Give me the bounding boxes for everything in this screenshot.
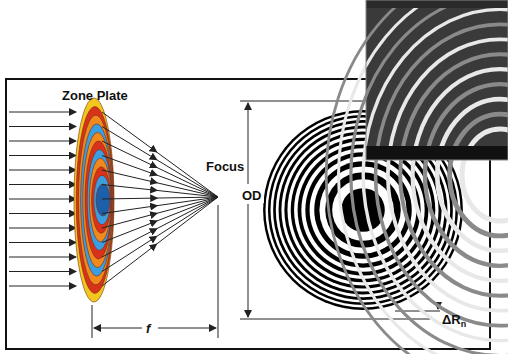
dimension-tick: [92, 305, 93, 338]
part-label: Zone Plate: [62, 89, 128, 102]
zone-ring: [76, 107, 113, 294]
sem-band: [413, 69, 508, 281]
dimension-line: [158, 328, 216, 329]
sem-band: [326, 0, 508, 354]
converging-ray: [102, 197, 218, 243]
ray-arrow: [9, 271, 76, 272]
sem-band: [450, 114, 508, 236]
sem-band: [388, 39, 508, 310]
converging-ray: [102, 197, 218, 257]
converging-ray: [102, 156, 218, 198]
ray-arrow: [9, 257, 76, 258]
dimension-tick: [218, 205, 219, 338]
ray-arrow: [9, 112, 76, 113]
dimension-line: [248, 103, 249, 184]
ray-arrow: [9, 155, 76, 156]
ray-arrow: [9, 228, 76, 229]
converging-ray: [102, 141, 218, 197]
zone-ring: [83, 132, 113, 267]
sem-inset: [326, 0, 508, 354]
zone-ring: [94, 175, 111, 224]
zone-ring: [96, 184, 110, 216]
converging-ray: [102, 197, 218, 214]
sem-band: [400, 54, 508, 296]
converging-ray: [102, 127, 218, 198]
sem-top-strip: [366, 0, 508, 8]
dimension-subscript: n: [461, 320, 467, 329]
ray-arrow: [9, 199, 76, 200]
converging-ray: [102, 170, 218, 197]
zone-ring: [87, 150, 111, 251]
zone-ring: [81, 124, 113, 276]
zone-ring: [78, 115, 113, 285]
dimension-label: ΔR: [442, 313, 461, 326]
converging-ray: [102, 185, 218, 198]
ray-arrow: [9, 126, 76, 127]
converging-ray: [102, 197, 218, 286]
converging-rays: [102, 112, 218, 286]
sem-band: [462, 129, 508, 221]
converging-ray: [102, 197, 218, 272]
zone-ring: [85, 141, 112, 259]
dimension-line: [248, 204, 249, 317]
ray-arrow: [9, 141, 76, 142]
zone-ring: [89, 158, 111, 242]
part-label: Focus: [206, 160, 244, 173]
converging-ray: [102, 197, 218, 199]
dimension-label: OD: [240, 188, 264, 203]
zone-ring: [74, 98, 114, 302]
zone-plate-perspective: [74, 98, 114, 302]
dimension-line: [94, 328, 142, 329]
zone-ring: [92, 167, 111, 233]
converging-ray: [102, 112, 218, 197]
converging-ray: [102, 197, 218, 228]
ray-arrow: [9, 184, 76, 185]
sem-band: [339, 0, 508, 354]
sem-band: [437, 99, 508, 251]
dimension-tick: [240, 101, 368, 102]
ray-arrow: [9, 286, 76, 287]
sem-band: [425, 84, 508, 266]
ray-arrow: [9, 242, 76, 243]
ray-arrow: [9, 213, 76, 214]
incident-rays: [9, 112, 76, 286]
ray-arrow: [9, 170, 76, 171]
dimension-tick: [240, 319, 430, 320]
dimension-label: f: [146, 322, 150, 335]
